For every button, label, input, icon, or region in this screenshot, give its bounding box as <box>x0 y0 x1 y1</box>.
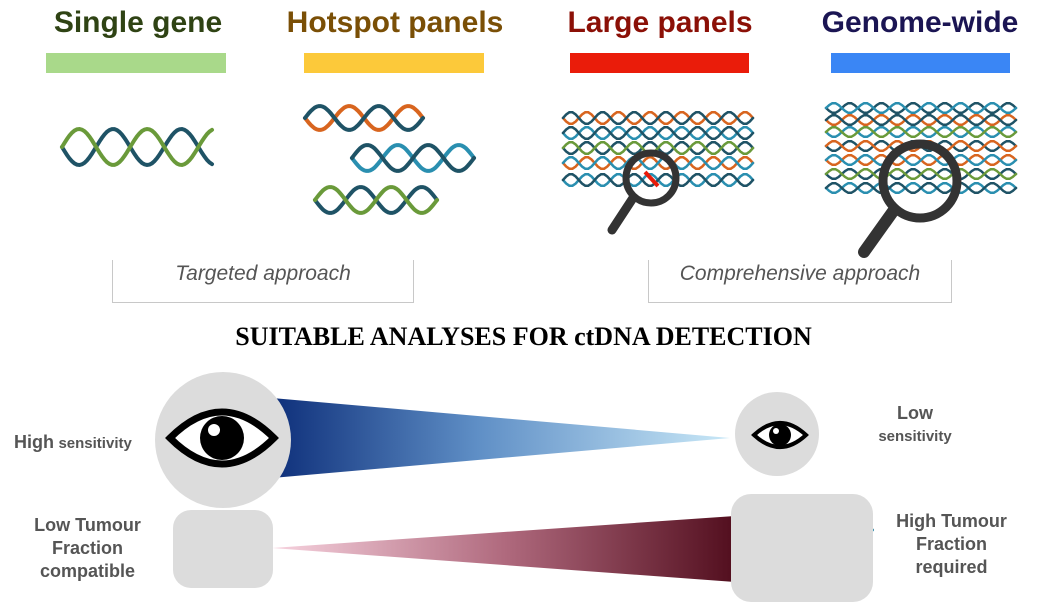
high-tf-line3: required <box>915 557 988 577</box>
dna-strand <box>60 126 214 168</box>
dna-strand <box>303 104 425 132</box>
low-sensitivity-main: Low <box>897 403 933 423</box>
dna-strand <box>561 141 755 155</box>
comprehensive-approach-box <box>648 260 952 303</box>
dna-strand <box>350 143 476 173</box>
low-fraction-box <box>173 510 273 588</box>
high-sensitivity-main: High <box>14 432 54 452</box>
sensitivity-wedge <box>272 398 730 478</box>
bar-large-panels <box>570 53 749 73</box>
low-sensitivity-sub: sensitivity <box>878 428 952 445</box>
section-heading: SUITABLE ANALYSES FOR ctDNA DETECTION <box>235 322 812 351</box>
high-tf-line1: High Tumour <box>896 511 1007 531</box>
high-tumour-fraction-label: High Tumour Fraction required <box>884 510 1019 579</box>
column-title-single-gene: Single gene <box>53 6 223 39</box>
magnifier-icon-genome-wide <box>858 139 962 258</box>
column-title-large-panels: Large panels <box>567 6 753 39</box>
dna-strand <box>313 185 439 215</box>
comprehensive-approach-label: Comprehensive approach <box>679 262 921 285</box>
column-title-hotspot-panels: Hotspot panels <box>286 6 504 39</box>
low-tf-line3: compatible <box>39 561 136 581</box>
bar-single-gene <box>46 53 226 73</box>
low-tumour-fraction-label: Low Tumour Fraction compatible <box>20 514 155 583</box>
dna-strand <box>561 126 755 140</box>
dna-strand <box>824 125 1018 139</box>
low-tf-line1: Low Tumour <box>34 515 141 535</box>
dna-strand <box>824 113 1018 127</box>
targeted-approach-label: Targeted approach <box>175 262 351 285</box>
bar-hotspot-panels <box>304 53 484 73</box>
low-tf-line2: Fraction <box>51 538 123 558</box>
dna-strand <box>824 101 1018 115</box>
high-fraction-box <box>731 494 873 602</box>
dna-strand <box>561 111 755 125</box>
high-sensitivity-sub: sensitivity <box>58 435 132 452</box>
dna-strand <box>824 153 1018 167</box>
high-tf-line2: Fraction <box>915 534 987 554</box>
dna-strand <box>561 156 755 170</box>
tumour-fraction-wedge <box>272 516 735 582</box>
low-sensitivity-label: Low sensitivity <box>860 402 970 448</box>
dna-strand <box>561 173 755 187</box>
dna-strand <box>824 167 1018 181</box>
bar-genome-wide <box>831 53 1010 73</box>
column-title-genome-wide: Genome-wide <box>821 6 1019 39</box>
high-sensitivity-label: High sensitivity <box>14 431 154 455</box>
dna-strand <box>824 181 1018 195</box>
targeted-approach-box <box>112 260 414 303</box>
large-eye-icon <box>165 408 279 468</box>
small-eye-icon <box>751 421 809 449</box>
magnifier-icon-large-panels <box>607 149 680 235</box>
